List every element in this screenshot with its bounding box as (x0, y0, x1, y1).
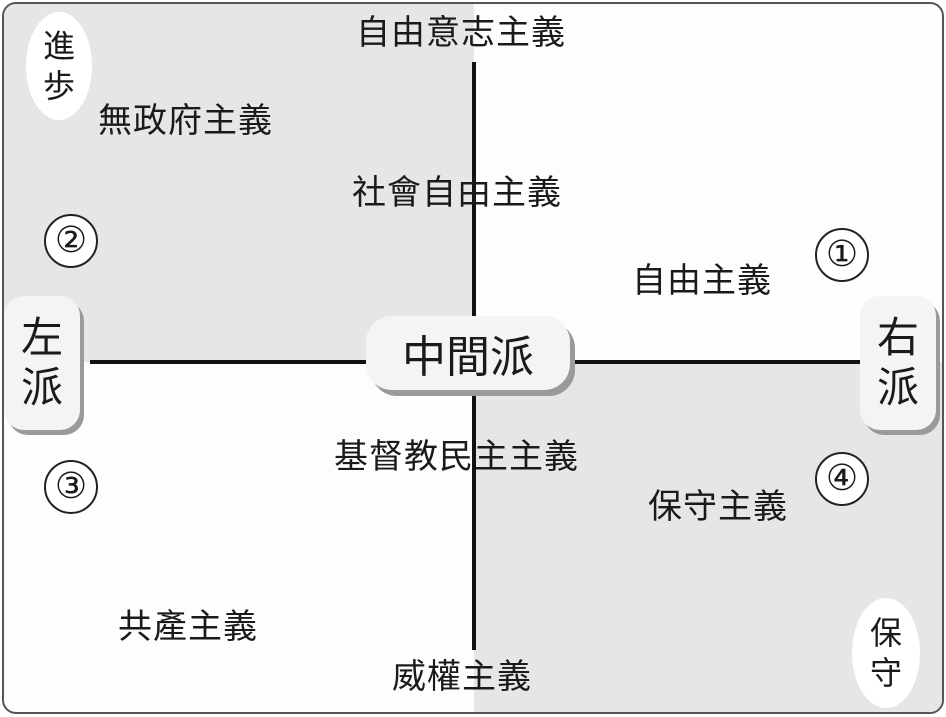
conservative-char-1: 保 (869, 614, 902, 652)
quadrant-3-marker: ③ (44, 460, 98, 514)
right-wing-char-1: 右 (876, 313, 919, 362)
conservative-char-2: 守 (869, 654, 902, 692)
liberalism-label: 自由主義 (632, 261, 772, 301)
conservative-label: 保 守 (852, 598, 920, 708)
left-wing-char-1: 左 (20, 313, 63, 362)
libertarianism-label: 自由意志主義 (356, 13, 566, 53)
communism-label: 共產主義 (118, 607, 258, 647)
left-wing-char-2: 派 (20, 363, 63, 412)
centrist-label: 中間派 (366, 316, 570, 390)
right-wing-char-2: 派 (876, 363, 919, 412)
christian-democracy-label: 基督教民主主義 (334, 437, 579, 477)
authoritarianism-label: 威權主義 (392, 657, 532, 697)
left-wing-label: 左 派 (4, 296, 80, 430)
conservatism-label: 保守主義 (648, 487, 788, 527)
anarchism-label: 無政府主義 (98, 101, 273, 141)
quadrant-1-marker: ① (815, 228, 869, 282)
right-wing-label: 右 派 (860, 296, 936, 430)
quadrant-4-marker: ④ (815, 452, 869, 506)
progressive-char-1: 進 (42, 27, 75, 65)
progressive-label: 進 歩 (26, 12, 92, 120)
quadrant-2-marker: ② (44, 214, 98, 268)
social-liberalism-label: 社會自由主義 (352, 173, 562, 213)
progressive-char-2: 歩 (42, 67, 75, 105)
